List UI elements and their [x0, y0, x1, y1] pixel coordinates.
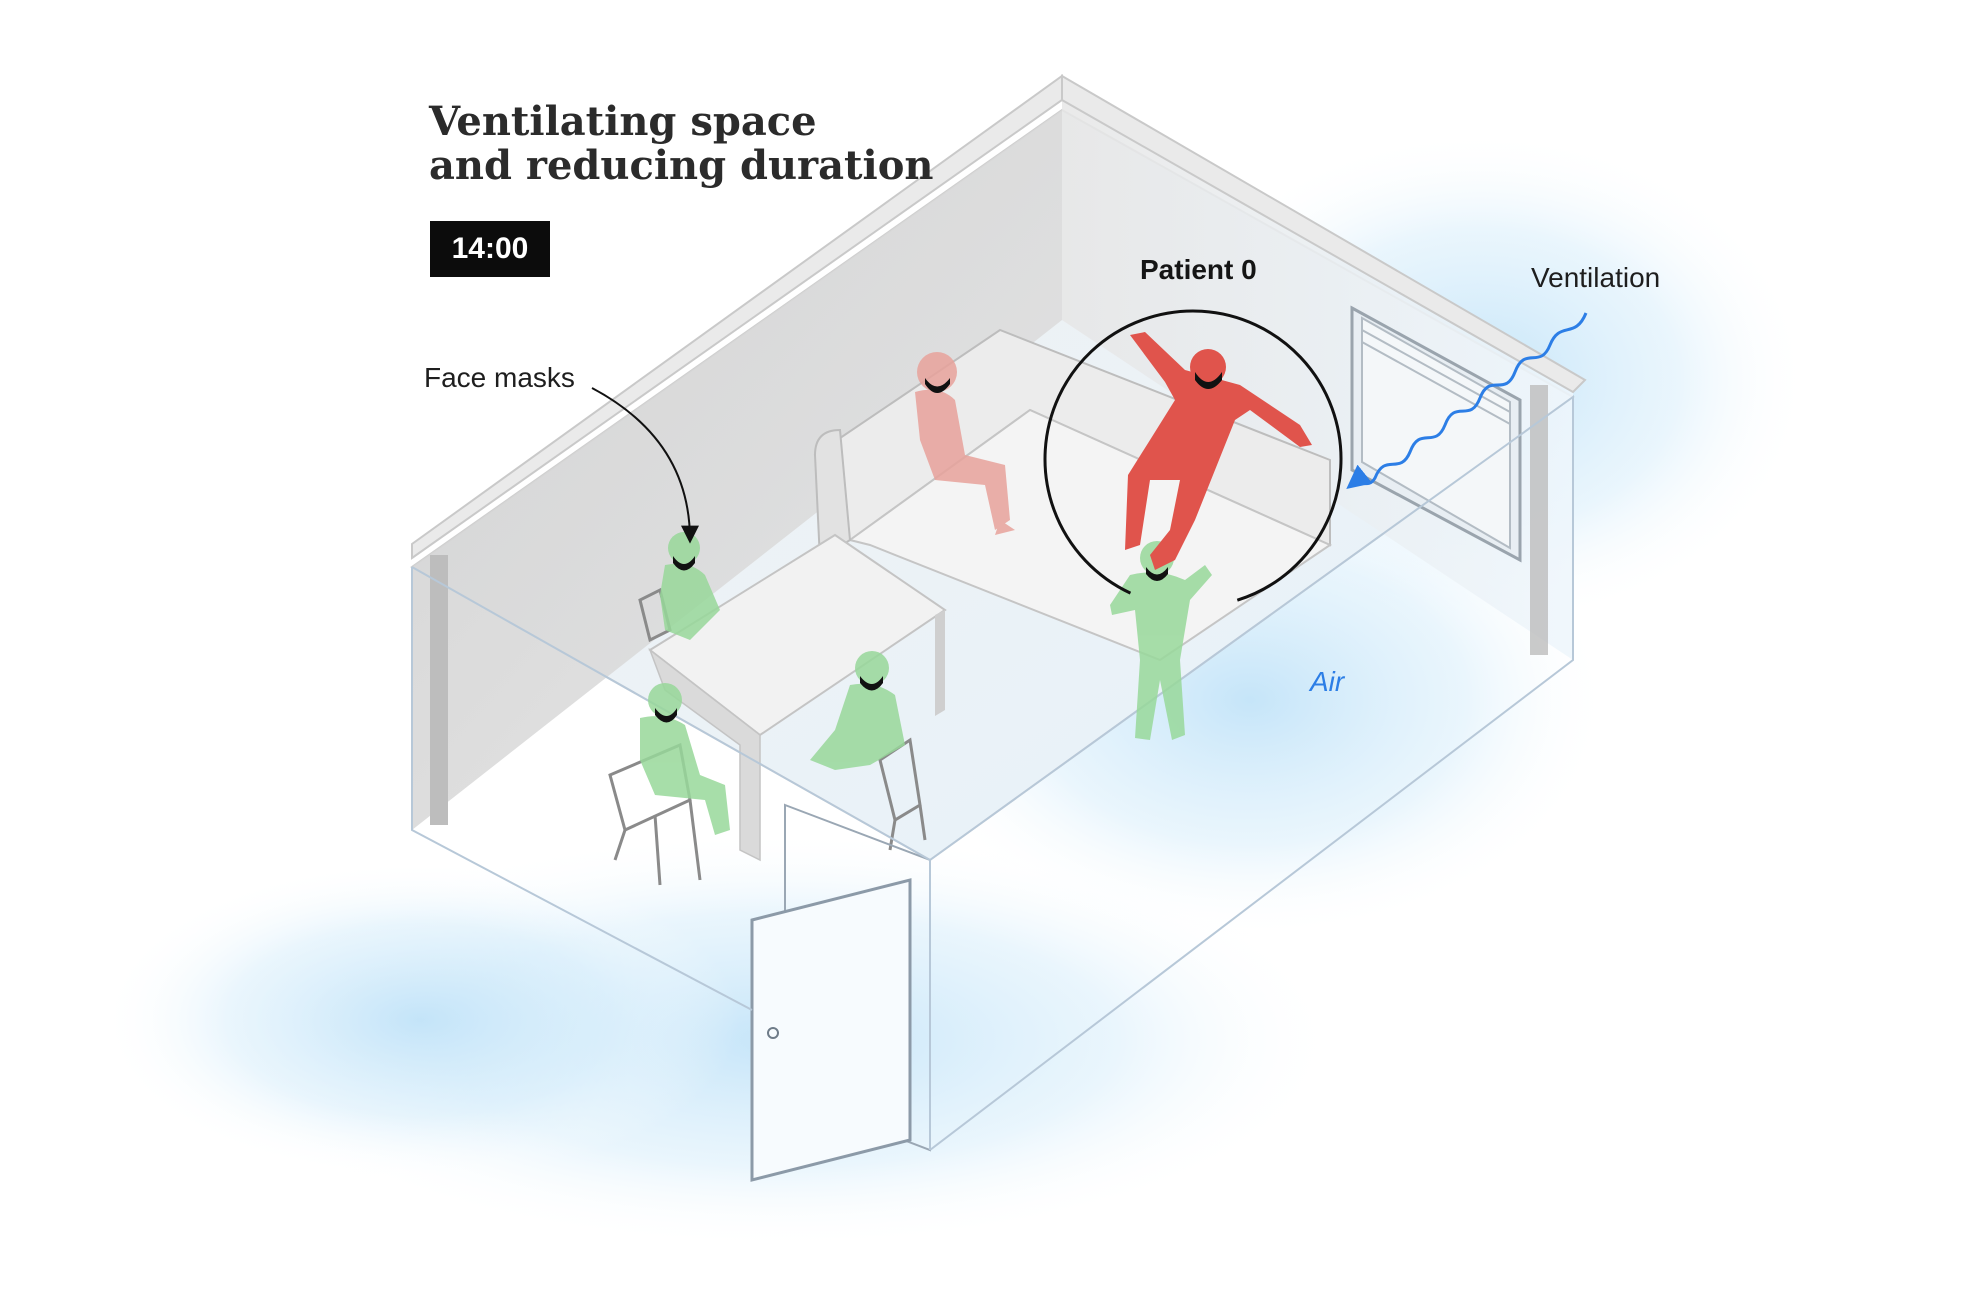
table — [648, 533, 947, 862]
room-outline — [411, 395, 1574, 1151]
person-masked-2 — [640, 683, 730, 835]
title-line-1: Ventilating space — [429, 98, 817, 145]
title-line-2: and reducing duration — [429, 142, 934, 189]
patient-zero-ring — [1043, 309, 1343, 609]
window — [1350, 305, 1522, 563]
patient-zero-figure — [1125, 332, 1312, 570]
face-masks-leader — [591, 387, 699, 544]
page-title: Ventilating space and reducing duration — [429, 100, 933, 188]
time-badge: 14:00 — [430, 221, 550, 277]
ventilation-arrow — [1346, 312, 1588, 489]
person-masked-3 — [810, 651, 905, 770]
ventilation-label: Ventilation — [1531, 262, 1661, 293]
face-masks-label: Face masks — [424, 362, 575, 393]
person-masked-1 — [660, 532, 720, 640]
room-back-wall — [412, 110, 1062, 830]
air-label: Air — [1310, 666, 1345, 697]
patient-zero-label: Patient 0 — [1140, 254, 1257, 285]
